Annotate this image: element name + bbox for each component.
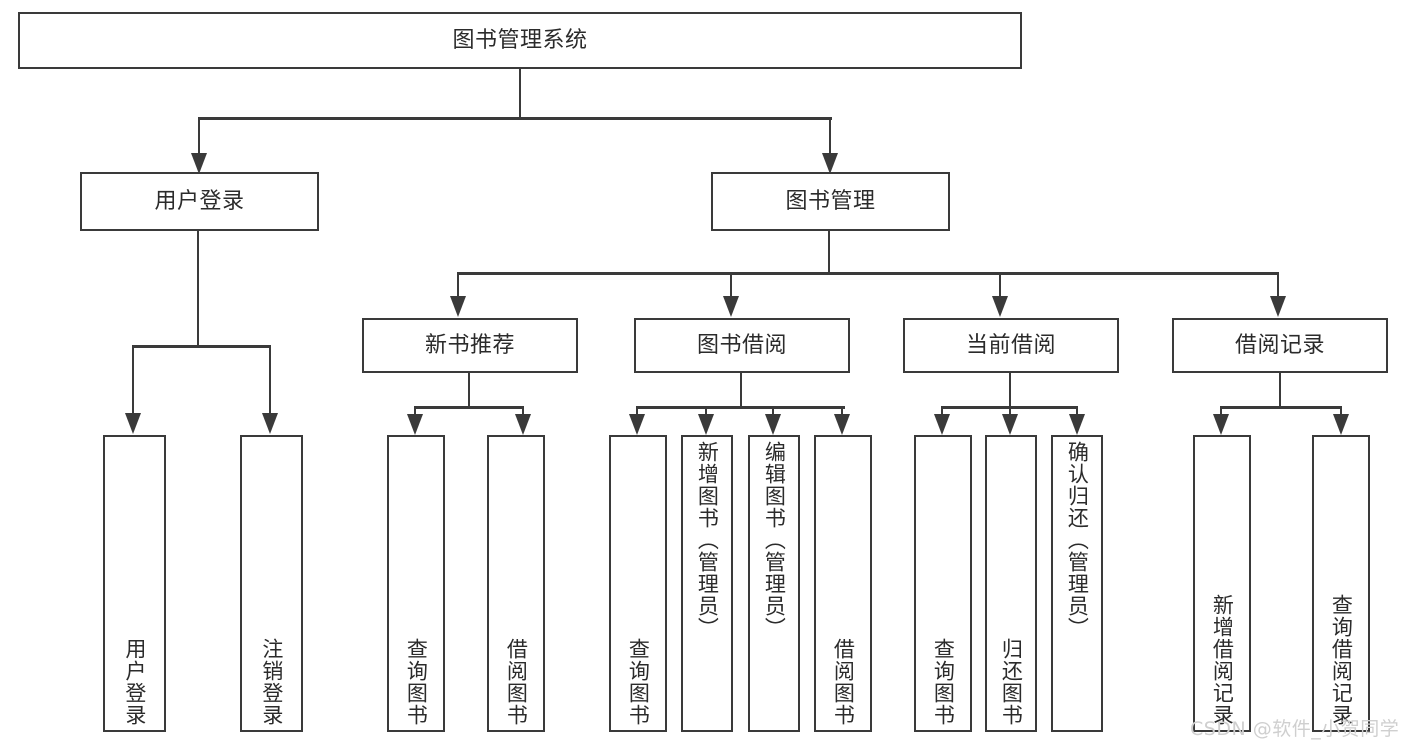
connector-group-borrow-record-stem	[1278, 373, 1282, 406]
node-leaf-add-book-admin-label: 新增图书（管理员）	[695, 441, 720, 639]
connector-group-book-borrow-drop-1-shaft	[704, 406, 708, 414]
connector-book-manage-drop-3-shaft	[1276, 272, 1280, 296]
node-leaf-borrow-book-2-label: 借阅图书	[831, 638, 856, 726]
connector-book-manage-drop-2-shaft	[998, 272, 1002, 296]
connector-book-manage-drop-0-shaft	[456, 272, 460, 296]
connector-group-current-borrow-stem	[1008, 373, 1012, 406]
node-leaf-add-borrow-record-label: 新增借阅记录	[1210, 594, 1235, 726]
node-leaf-confirm-return-admin-label: 确认归还（管理员）	[1065, 441, 1090, 639]
connector-group-current-borrow-drop-0-arrowhead-icon	[934, 414, 950, 435]
node-leaf-user-login[interactable]: 用户登录	[103, 435, 166, 732]
node-book-borrow-label: 图书借阅	[696, 332, 787, 358]
node-leaf-query-book-2-label: 查询图书	[626, 638, 651, 726]
connector-book-manage-bar	[458, 272, 1279, 275]
connector-user-login-drop-0-arrowhead-icon	[125, 413, 141, 434]
connector-group-current-borrow-drop-2-arrowhead-icon	[1069, 414, 1085, 435]
node-leaf-query-borrow-record[interactable]: 查询借阅记录	[1312, 435, 1370, 732]
connector-book-manage-drop-3-arrowhead-icon	[1270, 296, 1286, 317]
connector-group-new-book-drop-0-shaft	[413, 406, 417, 414]
connector-group-borrow-record-bar	[1221, 406, 1341, 409]
connector-group-book-borrow-bar	[637, 406, 845, 409]
node-leaf-query-book-2[interactable]: 查询图书	[609, 435, 667, 732]
connector-group-new-book-drop-0-arrowhead-icon	[407, 414, 423, 435]
connector-group-book-borrow-drop-1-arrowhead-icon	[698, 414, 714, 435]
connector-group-book-borrow-drop-0-shaft	[635, 406, 639, 414]
node-leaf-logout[interactable]: 注销登录	[240, 435, 303, 732]
node-leaf-return-book[interactable]: 归还图书	[985, 435, 1037, 732]
connector-book-manage-drop-1-shaft	[729, 272, 733, 296]
connector-group-book-borrow-drop-3-arrowhead-icon	[834, 414, 850, 435]
connector-group-borrow-record-drop-1-shaft	[1339, 406, 1343, 414]
node-root-system[interactable]: 图书管理系统	[18, 12, 1022, 69]
connector-user-login-drop-1-arrowhead-icon	[262, 413, 278, 434]
connector-root-drop-1-shaft	[828, 117, 832, 153]
node-book-borrow[interactable]: 图书借阅	[634, 318, 850, 373]
connector-book-manage-drop-1-arrowhead-icon	[723, 296, 739, 317]
connector-group-book-borrow-drop-2-arrowhead-icon	[765, 414, 781, 435]
connector-user-login-drop-0-shaft	[131, 345, 135, 413]
node-leaf-query-book-1-label: 查询图书	[404, 638, 429, 726]
connector-book-manage-drop-2-arrowhead-icon	[992, 296, 1008, 317]
node-leaf-borrow-book-1[interactable]: 借阅图书	[487, 435, 545, 732]
connector-book-manage-stem	[827, 231, 831, 272]
connector-group-borrow-record-drop-0-arrowhead-icon	[1213, 414, 1229, 435]
node-leaf-add-borrow-record[interactable]: 新增借阅记录	[1193, 435, 1251, 732]
node-borrow-record[interactable]: 借阅记录	[1172, 318, 1388, 373]
connector-root-drop-0-arrowhead-icon	[191, 153, 207, 174]
connector-book-manage-drop-0-arrowhead-icon	[450, 296, 466, 317]
node-leaf-return-book-label: 归还图书	[999, 638, 1024, 726]
node-leaf-query-borrow-record-label: 查询借阅记录	[1329, 594, 1354, 726]
node-leaf-edit-book-admin-label: 编辑图书（管理员）	[762, 441, 787, 639]
connector-group-book-borrow-drop-3-shaft	[840, 406, 844, 414]
connector-group-current-borrow-drop-1-shaft	[1008, 406, 1012, 414]
connector-root-bar	[199, 117, 832, 120]
connector-group-current-borrow-drop-2-shaft	[1075, 406, 1079, 414]
node-book-manage[interactable]: 图书管理	[711, 172, 950, 231]
node-leaf-logout-label: 注销登录	[259, 638, 284, 726]
connector-group-current-borrow-drop-1-arrowhead-icon	[1002, 414, 1018, 435]
node-current-borrow-label: 当前借阅	[965, 332, 1056, 358]
connector-group-book-borrow-drop-0-arrowhead-icon	[629, 414, 645, 435]
connector-user-login-bar	[133, 345, 271, 348]
node-leaf-query-book-1[interactable]: 查询图书	[387, 435, 445, 732]
node-leaf-add-book-admin[interactable]: 新增图书（管理员）	[681, 435, 733, 732]
node-user-login[interactable]: 用户登录	[80, 172, 319, 231]
node-leaf-confirm-return-admin[interactable]: 确认归还（管理员）	[1051, 435, 1103, 732]
node-leaf-borrow-book-1-label: 借阅图书	[504, 638, 529, 726]
connector-user-login-stem	[196, 231, 200, 345]
connector-root-drop-1-arrowhead-icon	[822, 153, 838, 174]
connector-group-borrow-record-drop-0-shaft	[1219, 406, 1223, 414]
node-leaf-query-book-3[interactable]: 查询图书	[914, 435, 972, 732]
connector-group-book-borrow-stem	[739, 373, 743, 406]
node-book-manage-label: 图书管理	[785, 188, 876, 214]
node-leaf-borrow-book-2[interactable]: 借阅图书	[814, 435, 872, 732]
connector-user-login-drop-1-shaft	[268, 345, 272, 413]
node-leaf-query-book-3-label: 查询图书	[931, 638, 956, 726]
node-borrow-record-label: 借阅记录	[1234, 332, 1325, 358]
connector-root-drop-0-shaft	[197, 117, 201, 153]
node-new-book-recommend[interactable]: 新书推荐	[362, 318, 578, 373]
connector-group-borrow-record-drop-1-arrowhead-icon	[1333, 414, 1349, 435]
connector-root-stem	[518, 69, 522, 117]
node-leaf-user-login-label: 用户登录	[122, 638, 147, 726]
connector-group-new-book-bar	[415, 406, 523, 409]
connector-group-new-book-stem	[467, 373, 471, 406]
node-current-borrow[interactable]: 当前借阅	[903, 318, 1119, 373]
node-user-login-label: 用户登录	[154, 188, 245, 214]
connector-group-new-book-drop-1-shaft	[521, 406, 525, 414]
node-leaf-edit-book-admin[interactable]: 编辑图书（管理员）	[748, 435, 800, 732]
connector-group-new-book-drop-1-arrowhead-icon	[515, 414, 531, 435]
node-root-system-label: 图书管理系统	[452, 27, 588, 53]
node-new-book-recommend-label: 新书推荐	[424, 332, 515, 358]
connector-group-book-borrow-drop-2-shaft	[771, 406, 775, 414]
csdn-watermark: CSDN @软件_小贺同学	[1190, 718, 1400, 740]
connector-group-current-borrow-drop-0-shaft	[940, 406, 944, 414]
